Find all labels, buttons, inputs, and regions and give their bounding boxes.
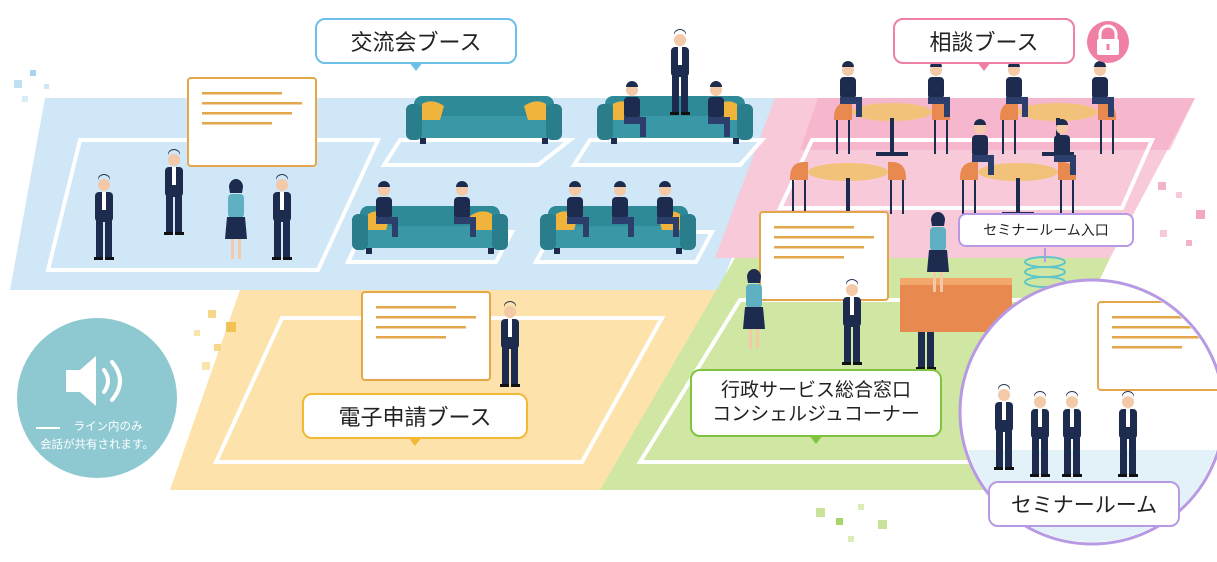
decorative-squares	[14, 70, 1205, 542]
koryu-booth-label[interactable]: 交流会ブース	[315, 18, 517, 71]
sodan-booth-label[interactable]: 相談ブース	[893, 18, 1075, 71]
audio-note: ライン内のみ 会話が共有されます。	[17, 318, 177, 478]
seminar-room-label[interactable]: セミナールーム	[988, 481, 1180, 527]
line-sample	[36, 427, 60, 429]
lock-icon	[1087, 21, 1129, 63]
seminar-entry-label-text: セミナールーム入口	[983, 223, 1109, 239]
gyosei-booth-contents	[743, 211, 1101, 370]
gyosei-booth-label-line2: コンシェルジュコーナー	[712, 403, 920, 425]
gyosei-booth-label-line1: 行政サービス総合窓口	[720, 379, 911, 402]
sodan-booth-label-text: 相談ブース	[929, 31, 1039, 56]
seminar-room-label-text: セミナールーム	[1010, 493, 1158, 517]
speaker-icon	[66, 356, 122, 406]
audio-circle	[17, 318, 177, 478]
audio-note-line1: ライン内のみ	[73, 419, 143, 433]
audio-note-line2: 会話が共有されます。	[40, 436, 154, 451]
gyosei-booth-label[interactable]: 行政サービス総合窓口 コンシェルジュコーナー	[690, 369, 942, 444]
denshi-booth-label-text: 電子申請ブース	[338, 406, 492, 431]
denshi-booth-label[interactable]: 電子申請ブース	[302, 393, 528, 446]
denshi-floor	[170, 290, 730, 490]
koryu-booth-label-text: 交流会ブース	[350, 31, 482, 56]
seminar-entry-label[interactable]: セミナールーム入口	[958, 213, 1134, 247]
